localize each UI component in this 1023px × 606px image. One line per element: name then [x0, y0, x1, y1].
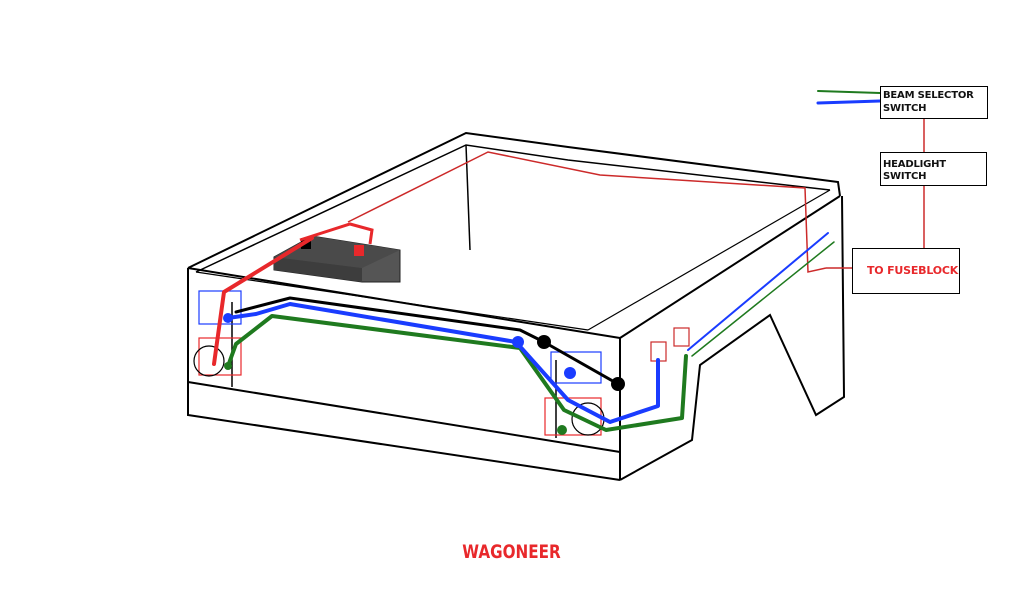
battery [273, 235, 401, 283]
beam-selector-label-line1: BEAM SELECTOR [883, 90, 974, 101]
left-headlamp-circle [193, 345, 225, 377]
green-wire [226, 314, 688, 432]
battery-positive-terminal [354, 245, 364, 256]
harness-wires [212, 90, 882, 432]
black-wire [234, 296, 620, 386]
blue-feed-right [687, 232, 829, 351]
diagram-caption: WAGONEER [462, 541, 561, 563]
blue-to-beam-switch [816, 99, 882, 105]
to-fuseblock-label: TO FUSEBLOCK [867, 264, 959, 277]
right-headlamp-circle [571, 402, 605, 436]
headlight-switch-box: HEADLIGHT SWITCH [880, 152, 987, 186]
red-wire [212, 236, 314, 366]
connection-nodes [223, 313, 625, 435]
headlight-switch-label: HEADLIGHT SWITCH [883, 159, 946, 182]
left-low-beam-socket [198, 337, 242, 376]
green-to-beam-switch [817, 90, 881, 94]
green-feed-right [691, 241, 835, 357]
fuseblock-box: TO FUSEBLOCK [852, 248, 960, 294]
right-high-beam-socket [550, 351, 602, 384]
thin-red-wires [299, 118, 925, 273]
connector-b [673, 327, 690, 347]
lamp-sockets [193, 290, 690, 436]
beam-selector-switch-box: BEAM SELECTOR SWITCH [880, 86, 988, 119]
blue-wire [226, 302, 660, 424]
beam-selector-label-line2: SWITCH [883, 103, 927, 114]
